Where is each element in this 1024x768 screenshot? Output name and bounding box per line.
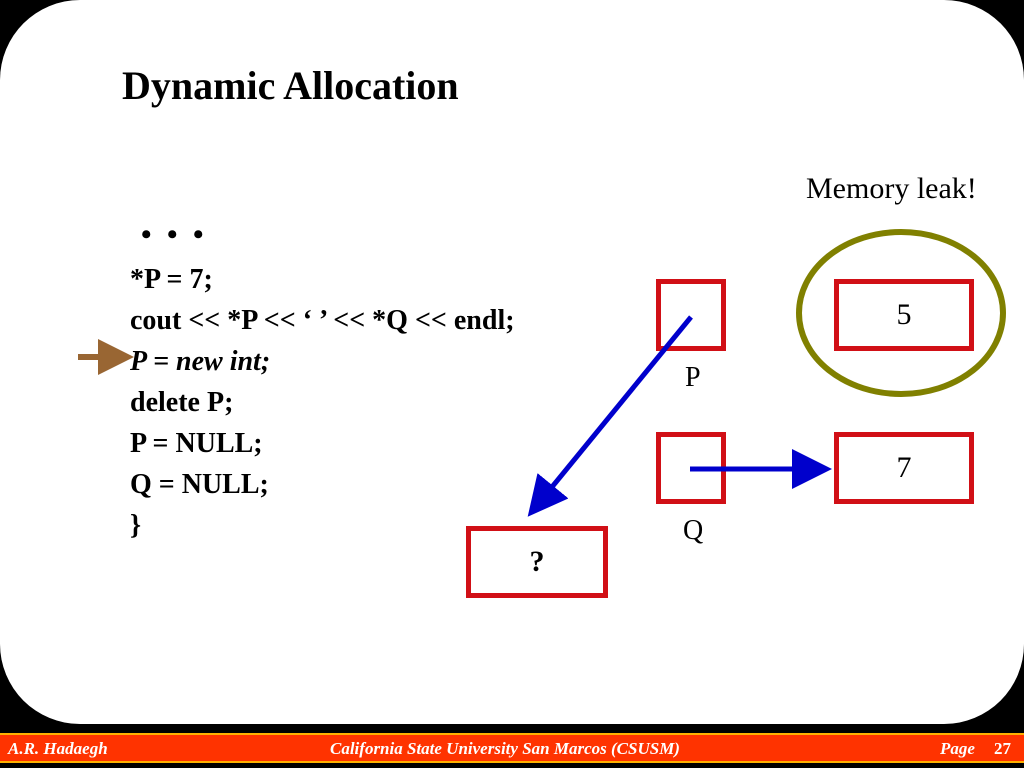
heap-cell-new-int: ?	[466, 526, 608, 598]
code-line-new-int: P = new int;	[130, 346, 271, 377]
footer-author: A.R. Hadaegh	[8, 739, 108, 758]
code-ellipsis: • • •	[141, 218, 208, 251]
memory-leak-label: Memory leak!	[806, 172, 977, 205]
pointer-p-box	[656, 279, 726, 351]
footer-page-label: Page	[940, 739, 975, 758]
code-line-p-null: P = NULL;	[130, 428, 263, 459]
pointer-q-box	[656, 432, 726, 504]
code-line-closing-brace: }	[130, 510, 142, 541]
code-line-cout: cout << *P << ‘ ’ << *Q << endl;	[130, 305, 515, 336]
code-line-delete-p: delete P;	[130, 387, 234, 418]
slide-title: Dynamic Allocation	[122, 63, 459, 108]
footer-bar: A.R. Hadaegh California State University…	[0, 733, 1024, 763]
code-line-q-null: Q = NULL;	[130, 469, 269, 500]
heap-cell-leaked: 5	[834, 279, 974, 351]
heap-cell-q-target: 7	[834, 432, 974, 504]
code-line-assign-p: *P = 7;	[130, 264, 213, 295]
pointer-p-label: P	[685, 362, 701, 393]
footer-institution: California State University San Marcos (…	[330, 739, 680, 758]
footer-page-number: 27	[994, 739, 1011, 758]
pointer-q-label: Q	[683, 515, 704, 546]
